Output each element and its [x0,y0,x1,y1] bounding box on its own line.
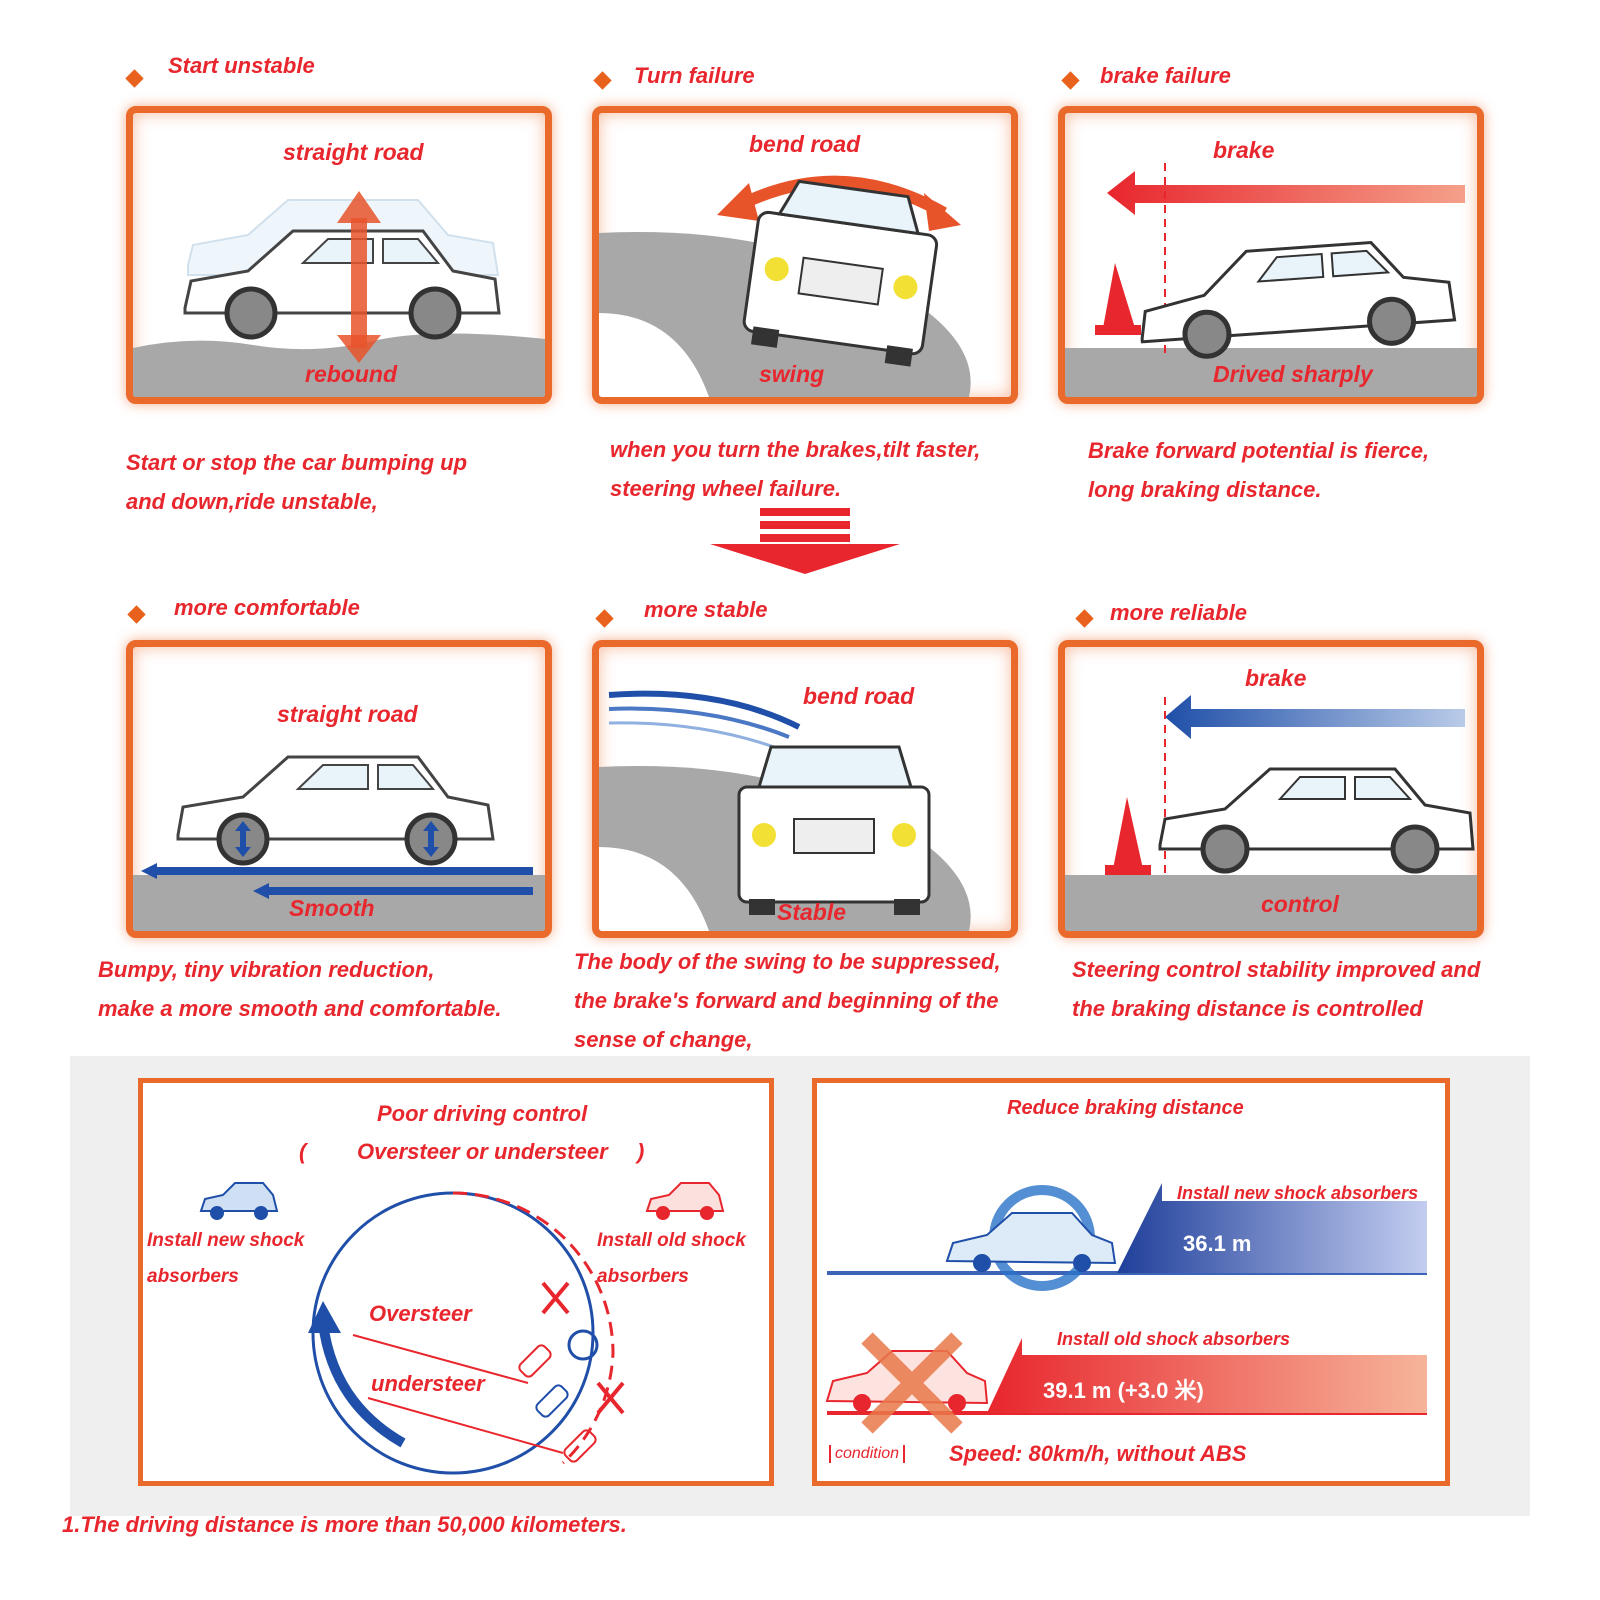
bend-road-swing-illustration [599,175,971,397]
bend-road-stable-illustration [599,690,971,931]
oversteer-understeer-diagram [199,1182,725,1475]
heading-more-stable: more stable [644,597,768,622]
label-old-shock: Install old shock absorbers [1057,1329,1291,1349]
label-smooth: Smooth [289,895,375,921]
control-subtitle: Oversteer or understeer [357,1139,608,1164]
down-arrow-icon [710,508,900,574]
brake-control-illustration [1065,695,1477,931]
label-control: control [1261,891,1339,917]
label-new-shock: Install new shock absorbers [1177,1183,1419,1203]
braking-distance-diagram [825,1183,1427,1434]
subtitle-paren-close: ) [637,1139,645,1164]
bullet-diamond [1075,609,1094,628]
heading-more-reliable: more reliable [1110,600,1247,625]
old-braking-distance: 39.1 m (+3.0 米) [1043,1378,1204,1403]
bullet-diamond [1061,71,1080,90]
label-bend-road: bend road [803,683,915,709]
heading-brake-failure: brake failure [1100,63,1231,88]
caption-brake-failure: Brake forward potential is fierce,long b… [1088,438,1430,502]
caption-turn-failure: when you turn the brakes,tilt faster,ste… [610,437,981,501]
footnote: 1.The driving distance is more than 50,0… [62,1512,627,1537]
label-straight-road: straight road [283,139,424,165]
new-braking-distance: 36.1 m [1183,1231,1252,1256]
brake-failure-illustration [1065,163,1477,397]
caption-more-stable: The body of the swing to be suppressed,t… [574,949,1001,1052]
bullet-diamond [593,71,612,90]
bullet-diamond [127,605,146,624]
label-swing: swing [759,361,825,387]
heading-more-comfortable: more comfortable [174,595,360,620]
subtitle-paren-open: ( [299,1139,307,1164]
panel-start-unstable: straight road rebound [126,106,552,404]
heading-turn-failure: Turn failure [634,63,755,88]
bullet-diamond [125,69,144,88]
panel-more-stable: bend road Stable [592,640,1018,938]
bullet-diamond [595,609,614,628]
label-rebound: rebound [305,361,397,387]
panel-more-reliable: brake control [1058,640,1484,938]
driving-control-box: Poor driving control ( Oversteer or unde… [138,1078,774,1486]
label-brake: brake [1213,137,1275,163]
label-brake: brake [1245,665,1307,691]
condition-text: Speed: 80km/h, without ABS [949,1441,1247,1466]
label-drived-sharply: Drived sharply [1213,361,1373,387]
braking-distance-box: Reduce braking distance Install new shoc… [812,1078,1450,1486]
caption-more-comfortable: Bumpy, tiny vibration reduction,make a m… [98,957,502,1021]
label-stable: Stable [777,899,847,925]
panel-brake-failure: brake Drived sharply [1058,106,1484,404]
panel-more-comfortable: straight road Smooth [126,640,552,938]
heading-start-unstable: Start unstable [168,53,315,78]
smooth-road-illustration [133,755,545,931]
braking-title: Reduce braking distance [1007,1097,1244,1119]
control-title: Poor driving control [377,1101,588,1126]
label-bend-road: bend road [749,131,861,157]
panel-turn-failure: bend road swing [592,106,1018,404]
label-straight-road: straight road [277,701,418,727]
label-oversteer: Oversteer [369,1301,472,1326]
label-understeer: understeer [371,1371,485,1396]
condition-tag: condition [829,1445,906,1463]
straight-road-bounce-illustration [133,191,545,397]
